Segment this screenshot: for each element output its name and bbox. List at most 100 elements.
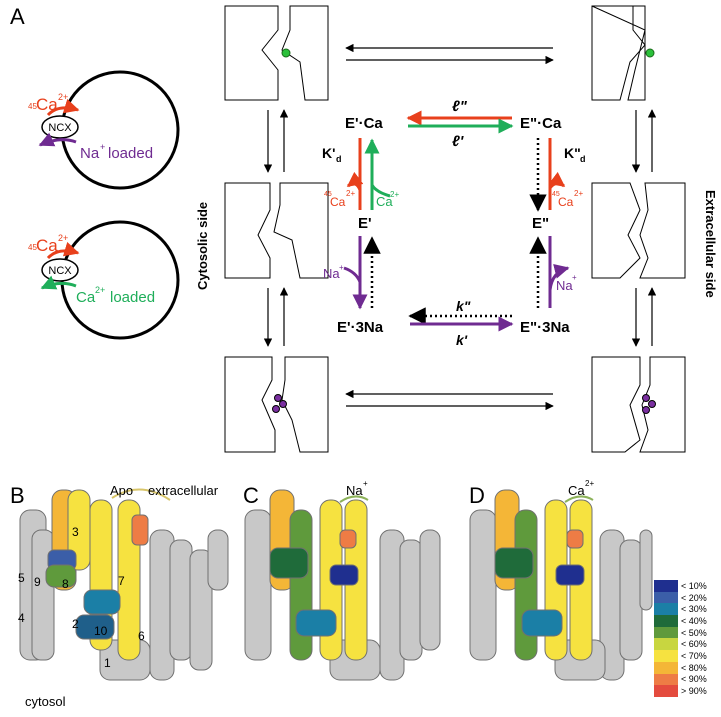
svg-text:+: + [339,263,344,272]
legend-label: < 10% [681,580,707,591]
legend-row: < 20% [654,591,720,604]
svg-text:2+: 2+ [574,189,583,198]
panel-d-label: D [469,483,485,508]
svg-text:+: + [100,142,105,152]
na-state-label: Na [346,483,363,498]
state-e2-3na: E"·3Na [520,319,570,336]
ca-state-label: Ca [568,483,585,498]
panel-c-label: C [243,483,259,508]
svg-text:Ca: Ca [36,236,58,255]
legend-label: < 40% [681,615,707,626]
helix-2: 2 [72,617,79,631]
legend-label: < 20% [681,592,707,603]
state-e2: E" [532,215,549,232]
legend-label: < 90% [681,674,707,685]
legend-label: < 60% [681,639,707,650]
b-extracellular-label: extracellular [148,483,219,498]
svg-text:2+: 2+ [346,189,355,198]
svg-text:45: 45 [28,243,37,252]
helix-3: 3 [72,525,79,539]
svg-text:Ca: Ca [330,195,346,209]
ca-state-charge: 2+ [585,479,594,488]
state-e1-ca: E'·Ca [345,115,383,132]
vesicle-na-loaded: NCX 45 Ca 2+ Na + loaded [28,70,180,190]
legend-label: < 80% [681,662,707,673]
legend-label: < 30% [681,604,707,615]
b-cytosol-label: cytosol [25,694,66,709]
legend-row: < 80% [654,661,720,674]
structure-panels: Apo extracellular cytosol 5 9 8 3 7 4 2 … [18,479,653,709]
state-box-cyt-mid [224,182,329,279]
legend-label: < 50% [681,627,707,638]
svg-text:Na: Na [556,278,573,293]
helix-10: 10 [94,624,108,638]
legend-row: < 40% [654,615,720,627]
legend-row: < 90% [654,673,720,686]
panel-b-label: B [10,483,25,508]
legend-row: > 90% [654,685,720,697]
svg-text:45: 45 [28,102,37,111]
legend-swatch [654,650,678,662]
helix-9: 9 [34,575,41,589]
state-box-ext-top [591,5,655,101]
cytosolic-side-label: Cytosolic side [195,202,210,290]
svg-text:d: d [336,154,342,164]
legend-swatch [654,603,678,616]
legend-label: < 70% [681,650,707,661]
legend-row: < 60% [654,638,720,651]
legend-swatch [654,591,678,604]
legend-row: < 50% [654,626,720,639]
rate-l-double: ℓ" [452,98,468,115]
svg-text:2+: 2+ [390,190,399,199]
legend-label: > 90% [681,686,707,697]
structure-ca [469,489,653,681]
legend-swatch [654,615,678,627]
svg-text:45: 45 [552,191,560,198]
state-e1-3na: E'·3Na [337,319,384,336]
svg-text:d: d [580,154,586,164]
legend-swatch [654,638,678,651]
vesicle-ca-loaded: NCX 45 Ca 2+ Ca 2+ loaded [28,220,180,340]
state-box-ext-bot [591,356,686,453]
helix-4: 4 [18,611,25,625]
svg-text:Ca: Ca [558,195,574,209]
rate-k-single: k' [456,332,468,348]
rate-k-double: k" [456,298,471,314]
svg-text:+: + [572,273,577,282]
legend-swatch [654,580,678,592]
svg-text:Ca: Ca [376,194,393,209]
kd2-label: K" [564,145,581,161]
color-legend: < 10%< 20%< 30%< 40%< 50%< 60%< 70%< 80%… [654,580,720,697]
panel-a-scheme: NCX 45 Ca 2+ Na + loaded NCX 45 Ca 2+ Ca… [28,5,718,453]
helix-6: 6 [138,629,145,643]
kd1-label: K' [322,145,335,161]
state-box-ext-mid [591,182,686,279]
legend-swatch [654,661,678,674]
vesicle2-loaded: loaded [110,289,155,306]
vesicle1-ncx: NCX [48,122,72,134]
state-box-cyt-bot [224,356,329,453]
vesicle2-ncx: NCX [48,265,72,277]
svg-text:Na: Na [80,145,100,162]
legend-row: < 70% [654,650,720,662]
svg-text:2+: 2+ [58,92,68,102]
helix-5: 5 [18,571,25,585]
svg-text:Na: Na [323,266,340,281]
rate-l-single: ℓ' [452,133,464,150]
legend-swatch [654,673,678,686]
apo-label: Apo [110,483,133,498]
legend-swatch [654,626,678,639]
svg-text:2+: 2+ [58,233,68,243]
svg-text:Ca: Ca [76,289,96,306]
na-state-charge: + [363,479,368,488]
state-e2-ca: E"·Ca [520,115,562,132]
helix-7: 7 [118,574,125,588]
helix-1: 1 [104,656,111,670]
structure-apo [19,488,229,681]
extracellular-side-label: Extracellular side [703,190,718,298]
helix-8: 8 [62,577,69,591]
legend-row: < 30% [654,603,720,616]
svg-text:2+: 2+ [95,285,105,295]
state-e1: E' [358,215,372,232]
